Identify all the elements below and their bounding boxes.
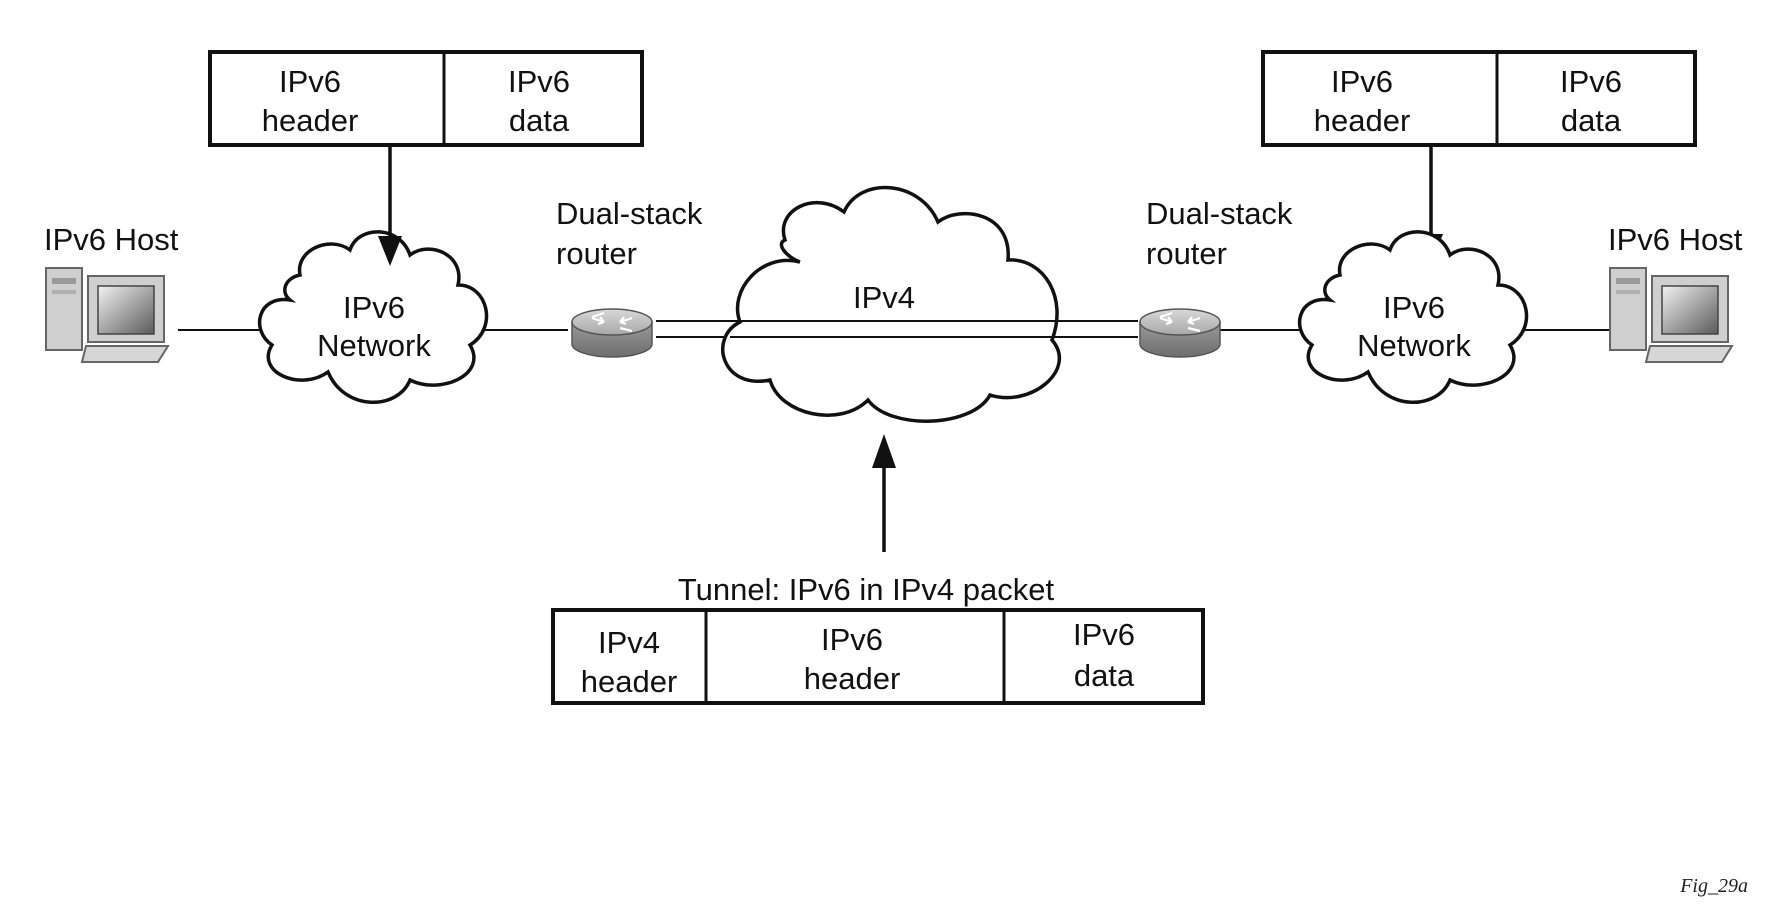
tunnel-ipv6-data-line1: IPv6 [1073,617,1135,652]
left-packet-header-line2: header [262,103,359,138]
tunnel-ipv6-header-line1: IPv6 [821,622,883,657]
left-packet-data-line1: IPv6 [508,64,570,99]
right-router-label-line1: Dual-stack [1146,196,1293,231]
left-host-label: IPv6 Host [44,222,179,257]
ipv4-core-cloud: IPv4 [721,185,1061,423]
right-router-icon [1138,307,1222,359]
left-packet-data-line2: data [509,103,570,138]
left-packet: IPv6 header IPv6 data [208,50,644,147]
left-host-computer-icon [45,267,169,363]
ipv4-cloud-label: IPv4 [853,280,915,315]
right-packet: IPv6 header IPv6 data [1261,50,1697,147]
left-router-icon [570,307,654,359]
right-packet-frame [1261,50,1697,147]
right-host-label: IPv6 Host [1608,222,1743,257]
tunnel-ipv6-header-line2: header [804,661,901,696]
left-packet-arrow [378,147,402,266]
tunnel-ipv6-data-line2: data [1074,658,1135,693]
left-ipv6-network-cloud: IPv6 Network [257,230,489,404]
ipv4-cloud-shape [721,185,1061,423]
tunnel-arrow [872,434,896,552]
tunnel-packet-title: Tunnel: IPv6 in IPv4 packet [678,572,1055,607]
left-router-label-line1: Dual-stack [556,196,703,231]
right-network-cloud-shape [1297,230,1529,404]
right-network-line1: IPv6 [1383,290,1445,325]
tunnel-ipv4-header-line1: IPv4 [598,625,660,660]
right-packet-header-line1: IPv6 [1331,64,1393,99]
left-router-label-line2: router [556,236,637,271]
right-network-line2: Network [1357,328,1471,363]
left-network-cloud-shape [257,230,489,404]
right-host-computer-icon [1609,267,1733,363]
right-ipv6-network-cloud: IPv6 Network [1297,230,1529,404]
right-packet-data-line1: IPv6 [1560,64,1622,99]
left-packet-header-line1: IPv6 [279,64,341,99]
left-network-line1: IPv6 [343,290,405,325]
left-network-line2: Network [317,328,431,363]
right-router-label-line2: router [1146,236,1227,271]
tunnel-packet: IPv4 header IPv6 header IPv6 data [551,608,1205,705]
figure-id: Fig_29a [1679,875,1748,897]
left-packet-frame [208,50,644,147]
tunnel-ipv4-header-line2: header [581,664,678,699]
right-packet-data-line2: data [1561,103,1622,138]
right-packet-header-line2: header [1314,103,1411,138]
tunnel-packet-frame [551,608,1205,705]
